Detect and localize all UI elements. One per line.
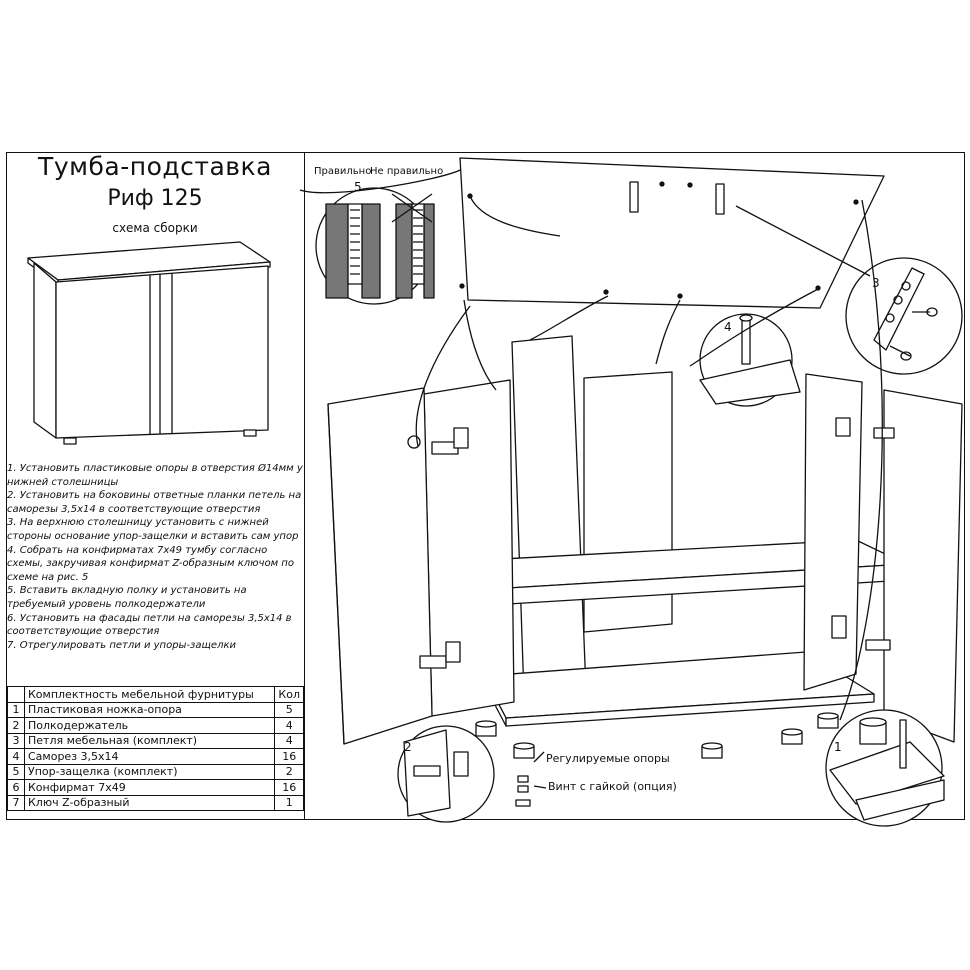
row-name: Упор-защелка (комплект)	[23, 763, 276, 780]
frame-divider	[304, 152, 305, 820]
table-row: 6 Конфирмат 7х49 16	[7, 779, 304, 796]
row-number: 6	[7, 779, 25, 796]
table-row: 1 Пластиковая ножка-опора 5	[7, 701, 304, 718]
center-divider	[511, 335, 587, 697]
row-number: 7	[7, 794, 25, 811]
row-qty: 4	[274, 717, 304, 734]
product-model: Риф 125	[107, 186, 203, 211]
product-title: Тумба-подставка	[38, 152, 272, 181]
instruction-step: 6. Установить на фасады петли на саморез…	[7, 612, 292, 638]
parts-table: Комплектность мебельной фурнитуры Кол 1 …	[7, 686, 304, 811]
header-name: Комплектность мебельной фурнитуры	[23, 686, 276, 703]
assembly-instructions: 1. Установить пластиковые опоры в отверс…	[7, 462, 304, 652]
cabinet-preview-illustration	[27, 241, 271, 445]
detail-4-shelf-holder	[699, 313, 801, 407]
parts-table-header: Комплектность мебельной фурнитуры Кол	[7, 686, 304, 703]
right-door	[883, 389, 963, 743]
row-number: 3	[7, 732, 25, 749]
label-adjustable-feet: Регулируемые опоры	[546, 752, 670, 765]
leader-3	[735, 205, 871, 277]
detail-5-confirmat	[315, 187, 435, 305]
row-number: 4	[7, 748, 25, 765]
row-name: Конфирмат 7х49	[23, 779, 276, 796]
row-name: Саморез 3,5х14	[23, 748, 276, 765]
detail-1-foot	[825, 709, 945, 827]
instruction-step: 4. Собрать на конфирматах 7х49 тумбу сог…	[7, 544, 294, 583]
label-fig-3: 3	[872, 276, 880, 290]
header-qty: Кол	[274, 686, 304, 703]
table-row: 5 Упор-защелка (комплект) 2	[7, 763, 304, 780]
leader-arcs	[299, 169, 883, 721]
right-side-panel	[803, 373, 863, 691]
leader-adjustable	[533, 751, 545, 763]
row-qty: 4	[274, 732, 304, 749]
header-number	[7, 686, 25, 703]
label-fig-5: 5	[354, 180, 362, 194]
instruction-step: 3. На верхнюю столешницу установить с ни…	[7, 517, 299, 542]
row-qty: 2	[274, 763, 304, 780]
detail-2-hinge	[397, 725, 495, 823]
table-row: 3 Петля мебельная (комплект) 4	[7, 732, 304, 749]
label-correct: Правильно	[314, 166, 372, 177]
row-qty: 16	[274, 779, 304, 796]
label-incorrect: Не правильно	[370, 166, 444, 177]
detail-3-catch	[845, 257, 963, 375]
table-row: 4 Саморез 3,5х14 16	[7, 748, 304, 765]
table-row: 2 Полкодержатель 4	[7, 717, 304, 734]
feet	[475, 712, 839, 807]
instruction-step: 2. Установить на боковины ответные планк…	[7, 490, 302, 515]
row-name: Ключ Z-образный	[23, 794, 276, 811]
row-qty: 5	[274, 701, 304, 718]
label-screw-with-nut: Винт с гайкой (опция)	[548, 780, 677, 793]
hinges	[407, 417, 895, 669]
scheme-subtitle: схема сборки	[112, 221, 198, 235]
instruction-step: 1. Установить пластиковые опоры в отверс…	[7, 463, 303, 488]
top-panel	[459, 157, 885, 309]
row-qty: 16	[274, 748, 304, 765]
instruction-step: 7. Отрегулировать петли и упоры-защелки	[7, 639, 236, 651]
leader-screw	[533, 785, 547, 789]
label-fig-4: 4	[724, 320, 732, 334]
row-number: 2	[7, 717, 25, 734]
row-number: 1	[7, 701, 25, 718]
left-door	[327, 387, 433, 745]
row-qty: 1	[274, 794, 304, 811]
table-row: 7 Ключ Z-образный 1	[7, 794, 304, 811]
label-fig-2: 2	[404, 740, 412, 754]
row-number: 5	[7, 763, 25, 780]
row-name: Полкодержатель	[23, 717, 276, 734]
instruction-step: 5. Вставить вкладную полку и установить …	[7, 585, 247, 610]
row-name: Пластиковая ножка-опора	[23, 701, 276, 718]
row-name: Петля мебельная (комплект)	[23, 732, 276, 749]
drawing-frame	[6, 152, 965, 820]
label-fig-1: 1	[834, 740, 842, 754]
